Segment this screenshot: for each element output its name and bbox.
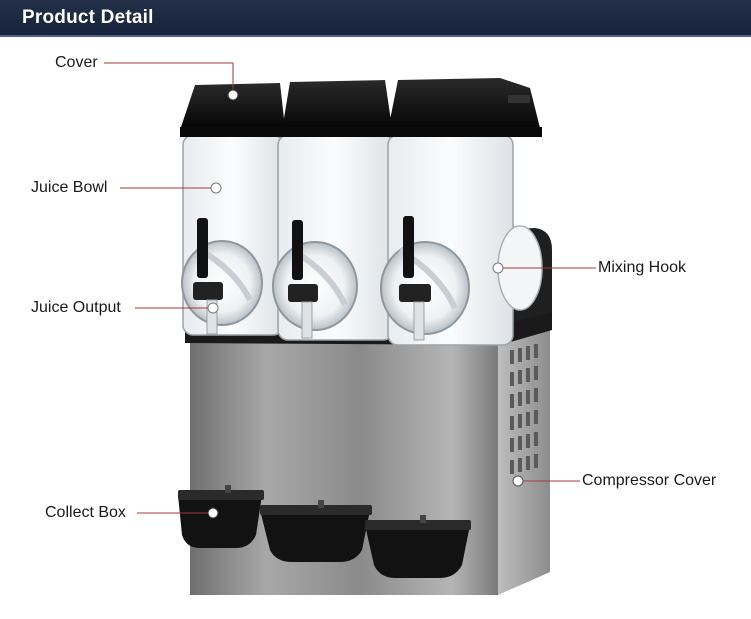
marker-collect-box — [207, 507, 219, 519]
body-side-panel — [498, 322, 550, 595]
bowl-middle — [272, 134, 394, 341]
header-accent-line — [0, 35, 751, 37]
cover-left — [180, 83, 288, 137]
tap-left — [193, 218, 223, 335]
marker-mixing-hook — [492, 262, 504, 274]
tap-right — [399, 216, 431, 341]
header-bar: Product Detail — [0, 0, 751, 37]
callout-mixing-hook: Mixing Hook — [598, 259, 687, 276]
callout-collect-box: Collect Box — [45, 504, 126, 521]
tap-middle — [288, 220, 318, 339]
marker-juice-bowl — [210, 182, 222, 194]
collect-box-middle — [260, 500, 372, 562]
callout-juice-output: Juice Output — [31, 299, 121, 316]
cover-middle — [280, 80, 394, 137]
callout-cover: Cover — [55, 54, 98, 71]
callout-compressor-cover: Compressor Cover — [582, 472, 717, 489]
collect-box-left — [178, 485, 264, 548]
callout-juice-bowl: Juice Bowl — [31, 179, 108, 196]
marker-cover — [227, 89, 239, 101]
leader-lines — [104, 62, 596, 514]
marker-juice-output — [207, 302, 219, 314]
page-title: Product Detail — [22, 7, 154, 28]
marker-compressor-cover — [512, 475, 524, 487]
leader-cover — [104, 62, 234, 93]
collect-box-right — [365, 515, 471, 578]
callout-markers — [207, 89, 524, 519]
cover-right — [388, 78, 542, 137]
vent-grille — [510, 344, 538, 474]
